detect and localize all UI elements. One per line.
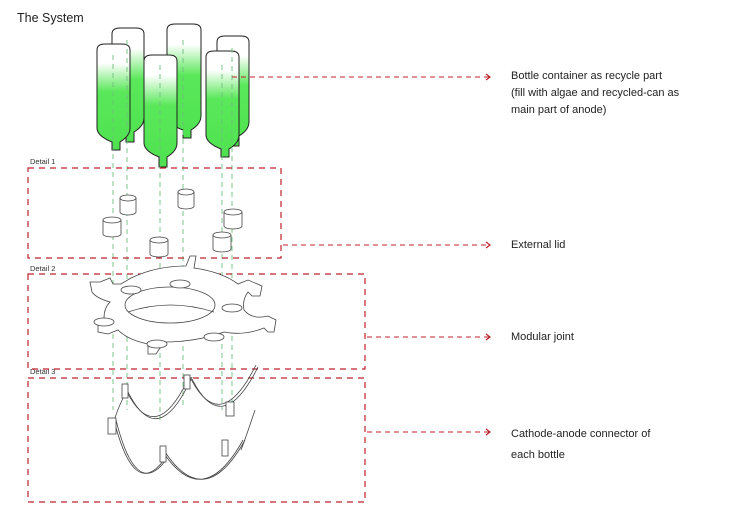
callout-lines [232,76,490,433]
lid [212,231,232,253]
lid [177,188,195,210]
callout-joint: Modular joint [511,329,574,346]
detail-1-label: Detail 1 [30,157,56,166]
callout-arrows [485,73,491,436]
bottle-front-2 [143,54,178,168]
callout-bottle-line-3: main part of anode) [511,104,607,116]
arrow-right-icon [485,333,491,341]
lid [102,216,122,238]
diagram-title: The System [17,11,84,25]
callout-lid-line-1: External lid [511,239,566,251]
detail-3-label: Detail 3 [30,367,56,376]
connector-clip [183,374,191,390]
connector-clip [221,439,229,457]
cathode-anode-connector [107,364,259,480]
callout-connector-line-1: Cathode-anode connector of [511,428,651,440]
arrow-right-icon [485,73,491,81]
modular-joint [89,255,277,355]
arrow-right-icon [485,241,491,249]
detail-3-box [27,377,366,503]
bottle-front-3 [205,50,240,158]
callout-joint-line-1: Modular joint [511,331,574,343]
callout-connector: Cathode-anode connector of each bottle [511,424,650,466]
lid [119,194,137,216]
callout-bottle-line-1: Bottle container as recycle part [511,70,663,82]
connector-clip [159,445,167,463]
connector-clip [225,401,235,417]
callout-connector-line-2: each bottle [511,449,565,461]
callout-bottle: Bottle container as recycle part (fill w… [511,68,679,119]
detail-2-label: Detail 2 [30,264,56,273]
bottle-front-1 [96,43,131,151]
detail-1-box [27,167,282,259]
lid [223,208,243,230]
external-lids [102,188,243,258]
callout-bottle-line-2: (fill with algae and recycled-can as [511,87,680,99]
callout-lid: External lid [511,237,565,254]
lid [149,236,169,258]
connector-clip [121,383,129,399]
connector-clip [107,417,117,435]
arrow-right-icon [485,428,491,436]
